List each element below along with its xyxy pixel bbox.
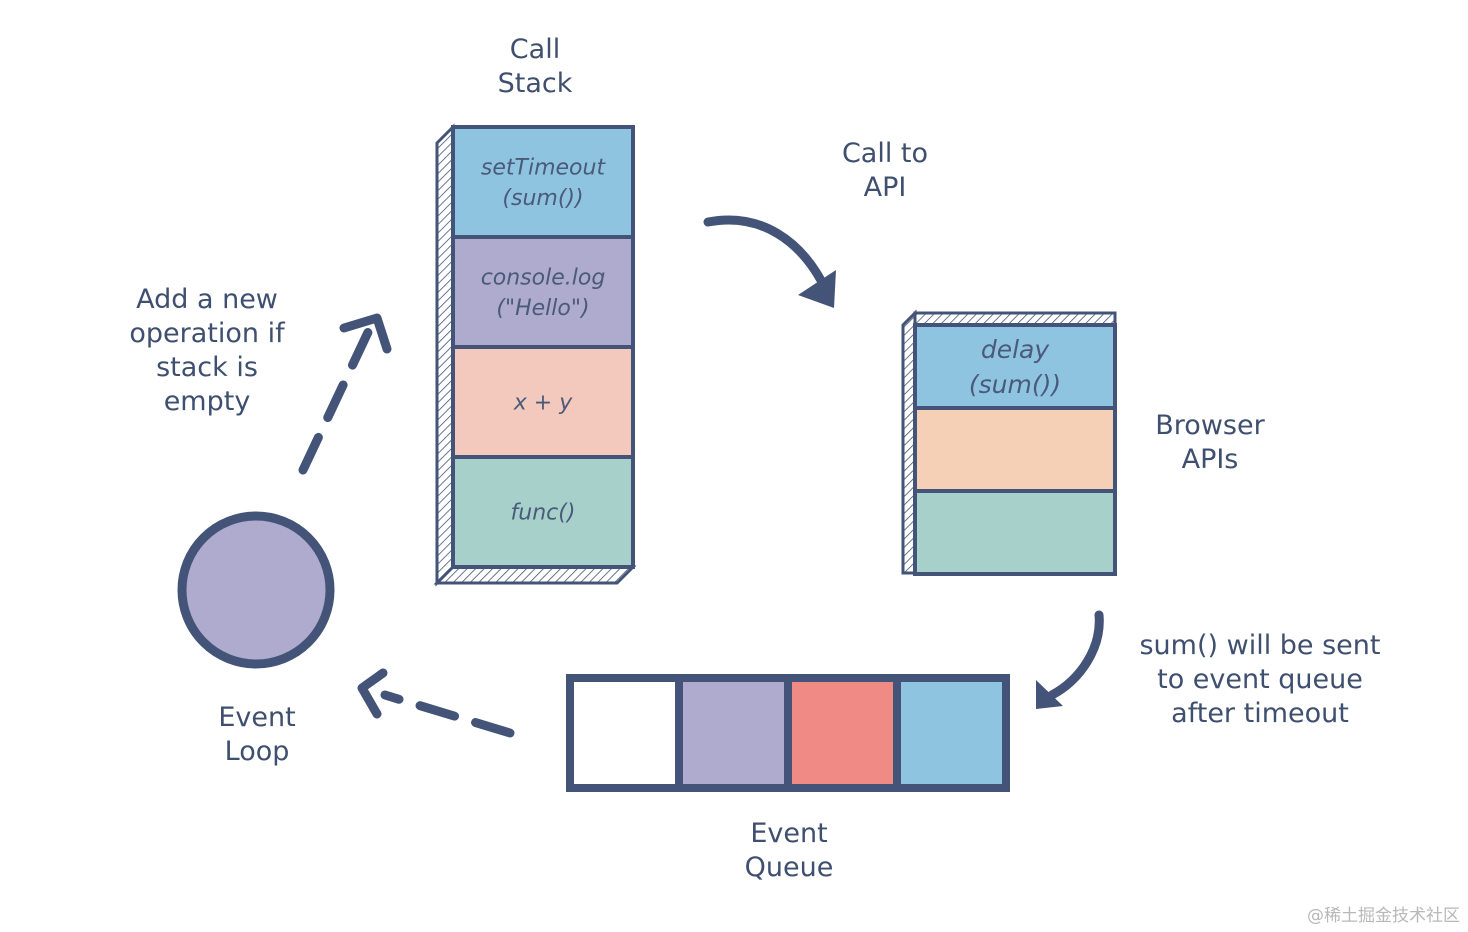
event-queue-label: Event Queue — [744, 818, 834, 883]
call-stack-cell-2 — [451, 235, 635, 349]
browser-apis-label: Browser APIs — [1155, 410, 1265, 475]
event-queue-slot-2 — [675, 674, 792, 792]
browser-api-cell-2 — [913, 406, 1117, 493]
call-stack-cell-1 — [451, 125, 635, 239]
call-stack-cell-1-text: (sum()) — [502, 186, 583, 211]
browser-api-cell-1-text: (sum()) — [969, 370, 1061, 399]
event-queue-slot-4 — [893, 674, 1010, 792]
event-queue — [566, 674, 1010, 792]
browser-api-cell-1 — [913, 323, 1117, 410]
watermark: @稀土掘金技术社区 — [1307, 906, 1460, 926]
queue-to-loop-arrow — [357, 668, 515, 738]
browser-apis-block: delay (sum()) — [901, 309, 1117, 576]
to-event-queue-arrow — [1036, 610, 1104, 709]
call-stack: setTimeout (sum()) console.log ("Hello") x +… — [433, 123, 637, 587]
sent-to-queue-label: sum() will be sent to event queue after … — [1139, 630, 1381, 729]
call-stack-cell-1-text: setTimeout — [481, 155, 607, 180]
call-stack-label: Call Stack — [497, 34, 573, 99]
call-stack-cell-2-text: console.log — [481, 265, 606, 290]
call-to-api-arrow — [703, 215, 836, 308]
event-loop-label: Event Loop — [218, 702, 296, 767]
browser-api-cell-1-text: delay — [981, 335, 1051, 364]
add-new-operation-label: Add a new operation if stack is empty — [129, 284, 285, 417]
event-queue-slot-1 — [566, 674, 683, 792]
call-stack-cell-4-text: func() — [511, 501, 576, 526]
loop-to-stack-arrow — [298, 313, 392, 475]
call-stack-cell-4 — [451, 455, 635, 569]
browser-api-cell-3 — [913, 489, 1117, 576]
event-queue-slot-3 — [784, 674, 901, 792]
call-to-api-label: Call to API — [841, 138, 929, 203]
call-stack-cell-3-text: x + y — [513, 391, 573, 416]
call-stack-cell-2-text: ("Hello") — [496, 296, 589, 321]
event-loop-circle — [177, 511, 335, 669]
